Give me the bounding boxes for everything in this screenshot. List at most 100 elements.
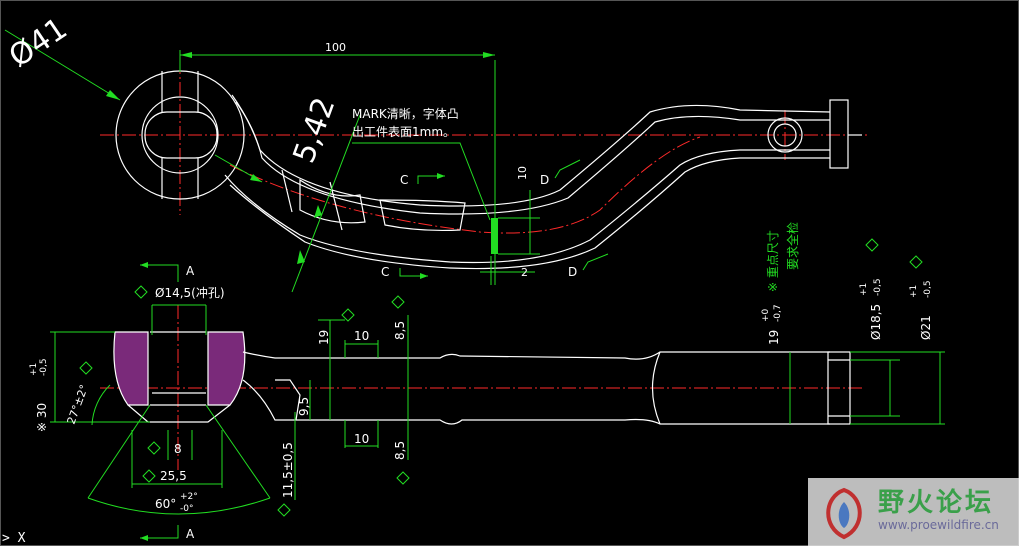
dim-phi21-tol-lower: -0,5 bbox=[923, 280, 933, 298]
mark-note-line2: 出工件表面1mm。 bbox=[352, 125, 455, 139]
leader-phi41 bbox=[4, 29, 121, 101]
dim-30-tol-lower: -0,5 bbox=[39, 358, 49, 376]
section-d-upper-arrow bbox=[554, 159, 581, 179]
dim-8-text: 8 bbox=[174, 442, 182, 456]
inspect-diamond bbox=[341, 308, 355, 322]
end-hole-inner bbox=[773, 123, 797, 147]
inspect-diamond bbox=[391, 295, 405, 309]
dim-19b-text: 19 bbox=[767, 330, 781, 345]
arrow-head bbox=[314, 205, 322, 218]
arrow-head bbox=[180, 52, 192, 58]
section-c-lower-arrow bbox=[399, 268, 428, 277]
shaft-transition bbox=[651, 351, 661, 425]
arrow-head bbox=[140, 535, 148, 541]
arm-pocket bbox=[379, 199, 466, 232]
forum-watermark: 野火论坛 www.proewildfire.cn bbox=[808, 478, 1019, 546]
shaft-detail bbox=[275, 379, 301, 421]
dim-phi185-text: Ø18,5 bbox=[869, 304, 883, 340]
leader-mark-note bbox=[352, 142, 491, 221]
section-d-lower-arrow bbox=[582, 253, 609, 271]
dim-60-text: 60° bbox=[155, 497, 176, 511]
section-c-upper: C bbox=[400, 173, 408, 187]
inspect-diamond bbox=[277, 503, 291, 517]
inspect-diamond bbox=[134, 285, 148, 299]
top-view bbox=[100, 60, 870, 285]
dim-phi21-text: Ø21 bbox=[919, 315, 933, 340]
arrow-head bbox=[483, 52, 495, 58]
dim-19a-text: 19 bbox=[317, 330, 331, 345]
mark-note-line1: MARK清晰，字体凸 bbox=[352, 106, 459, 121]
eye-slot bbox=[144, 111, 218, 159]
dim-phi145-text: Ø14,5(冲孔) bbox=[155, 285, 225, 300]
side-view bbox=[100, 305, 865, 470]
arm-outline-lower bbox=[224, 149, 830, 264]
dim-30-tol-upper: +1 bbox=[29, 363, 39, 376]
dim-100-text: 100 bbox=[325, 41, 346, 54]
dim-30-text: ※ 30 bbox=[35, 403, 49, 432]
leader-r542 bbox=[291, 114, 361, 293]
ext-line-60 bbox=[205, 404, 271, 499]
arm-rib bbox=[329, 181, 343, 231]
top-view-dimensions: 100 Ø41 5,42 MARK清晰，字体凸 出工件表面1mm。 10 2 C… bbox=[3, 11, 609, 293]
section-a-top: A bbox=[186, 264, 195, 278]
arm-centerline bbox=[229, 136, 701, 234]
inspect-diamond bbox=[865, 238, 879, 252]
section-d-upper: D bbox=[540, 173, 549, 187]
arm-outline-upper-inner bbox=[235, 101, 830, 215]
side-view-dimensions: A A Ø14,5(冲孔) ※ 30 +1 -0,5 27°±2° 8 25,5… bbox=[29, 222, 945, 541]
key-dimension-note: ※ 重点尺寸 bbox=[766, 230, 780, 292]
arm-rib bbox=[281, 169, 293, 213]
section-d-lower: D bbox=[568, 265, 577, 279]
dim-10-text: 10 bbox=[516, 166, 529, 180]
dim-85-top-text: 8,5 bbox=[393, 321, 407, 340]
dim-arc-60 bbox=[87, 497, 271, 515]
inspect-diamond bbox=[142, 469, 156, 483]
watermark-title: 野火论坛 bbox=[878, 488, 995, 518]
inspect-diamond bbox=[909, 255, 923, 269]
arrow-head bbox=[140, 262, 148, 268]
watermark-url: www.proewildfire.cn bbox=[878, 518, 999, 532]
section-a-bottom-arrow bbox=[140, 525, 179, 539]
eye-section-hatch-left bbox=[113, 331, 149, 406]
arrow-head bbox=[106, 90, 120, 100]
dim-60-tol-upper: +2° bbox=[180, 492, 198, 502]
dim-phi185-tol-upper: +1 bbox=[859, 283, 869, 296]
dim-255-text: 25,5 bbox=[160, 469, 187, 483]
arrow-head bbox=[297, 250, 305, 264]
dim-2-text: 2 bbox=[521, 266, 528, 279]
dim-60-tol-lower: -0° bbox=[180, 504, 193, 514]
dim-10-bottom-text: 10 bbox=[354, 432, 369, 446]
dim-115-text: 11,5±0,5 bbox=[281, 442, 295, 498]
eye-section-bottom bbox=[127, 404, 231, 423]
dim-85-bottom-text: 8,5 bbox=[393, 441, 407, 460]
dim-phi185-tol-lower: -0,5 bbox=[873, 278, 883, 296]
arrow-head bbox=[420, 273, 428, 279]
dim-r542-text: 5,42 bbox=[287, 93, 343, 168]
dim-19b-tol-lower: -0,7 bbox=[773, 304, 783, 322]
dim-19b-tol-upper: +0 bbox=[761, 308, 771, 322]
end-boss bbox=[829, 99, 849, 169]
section-a-bottom: A bbox=[186, 527, 195, 541]
dim-arc-27 bbox=[91, 384, 111, 426]
dim-10-top-text: 10 bbox=[354, 329, 369, 343]
end-hole-outer bbox=[767, 117, 803, 153]
arrow-head bbox=[437, 173, 445, 179]
command-cursor: > X bbox=[2, 531, 26, 546]
dim-95-text: 9,5 bbox=[297, 397, 311, 416]
inspect-diamond bbox=[79, 361, 93, 375]
eye-hole-circle bbox=[141, 96, 219, 174]
eye-section-hatch-right bbox=[207, 331, 246, 406]
inspect-diamond bbox=[396, 471, 410, 485]
ext-line-60 bbox=[87, 404, 151, 499]
dim-27-text: 27°±2° bbox=[65, 383, 91, 426]
shaft-top bbox=[242, 351, 830, 360]
arm-outline-lower-inner bbox=[229, 157, 830, 270]
inspect-diamond bbox=[147, 441, 161, 455]
section-c-upper-arrow bbox=[417, 175, 445, 184]
dim-phi21-tol-upper: +1 bbox=[909, 285, 919, 298]
flame-logo-icon bbox=[826, 487, 862, 540]
section-a-top-arrow bbox=[140, 264, 179, 282]
section-c-lower: C bbox=[381, 265, 389, 279]
